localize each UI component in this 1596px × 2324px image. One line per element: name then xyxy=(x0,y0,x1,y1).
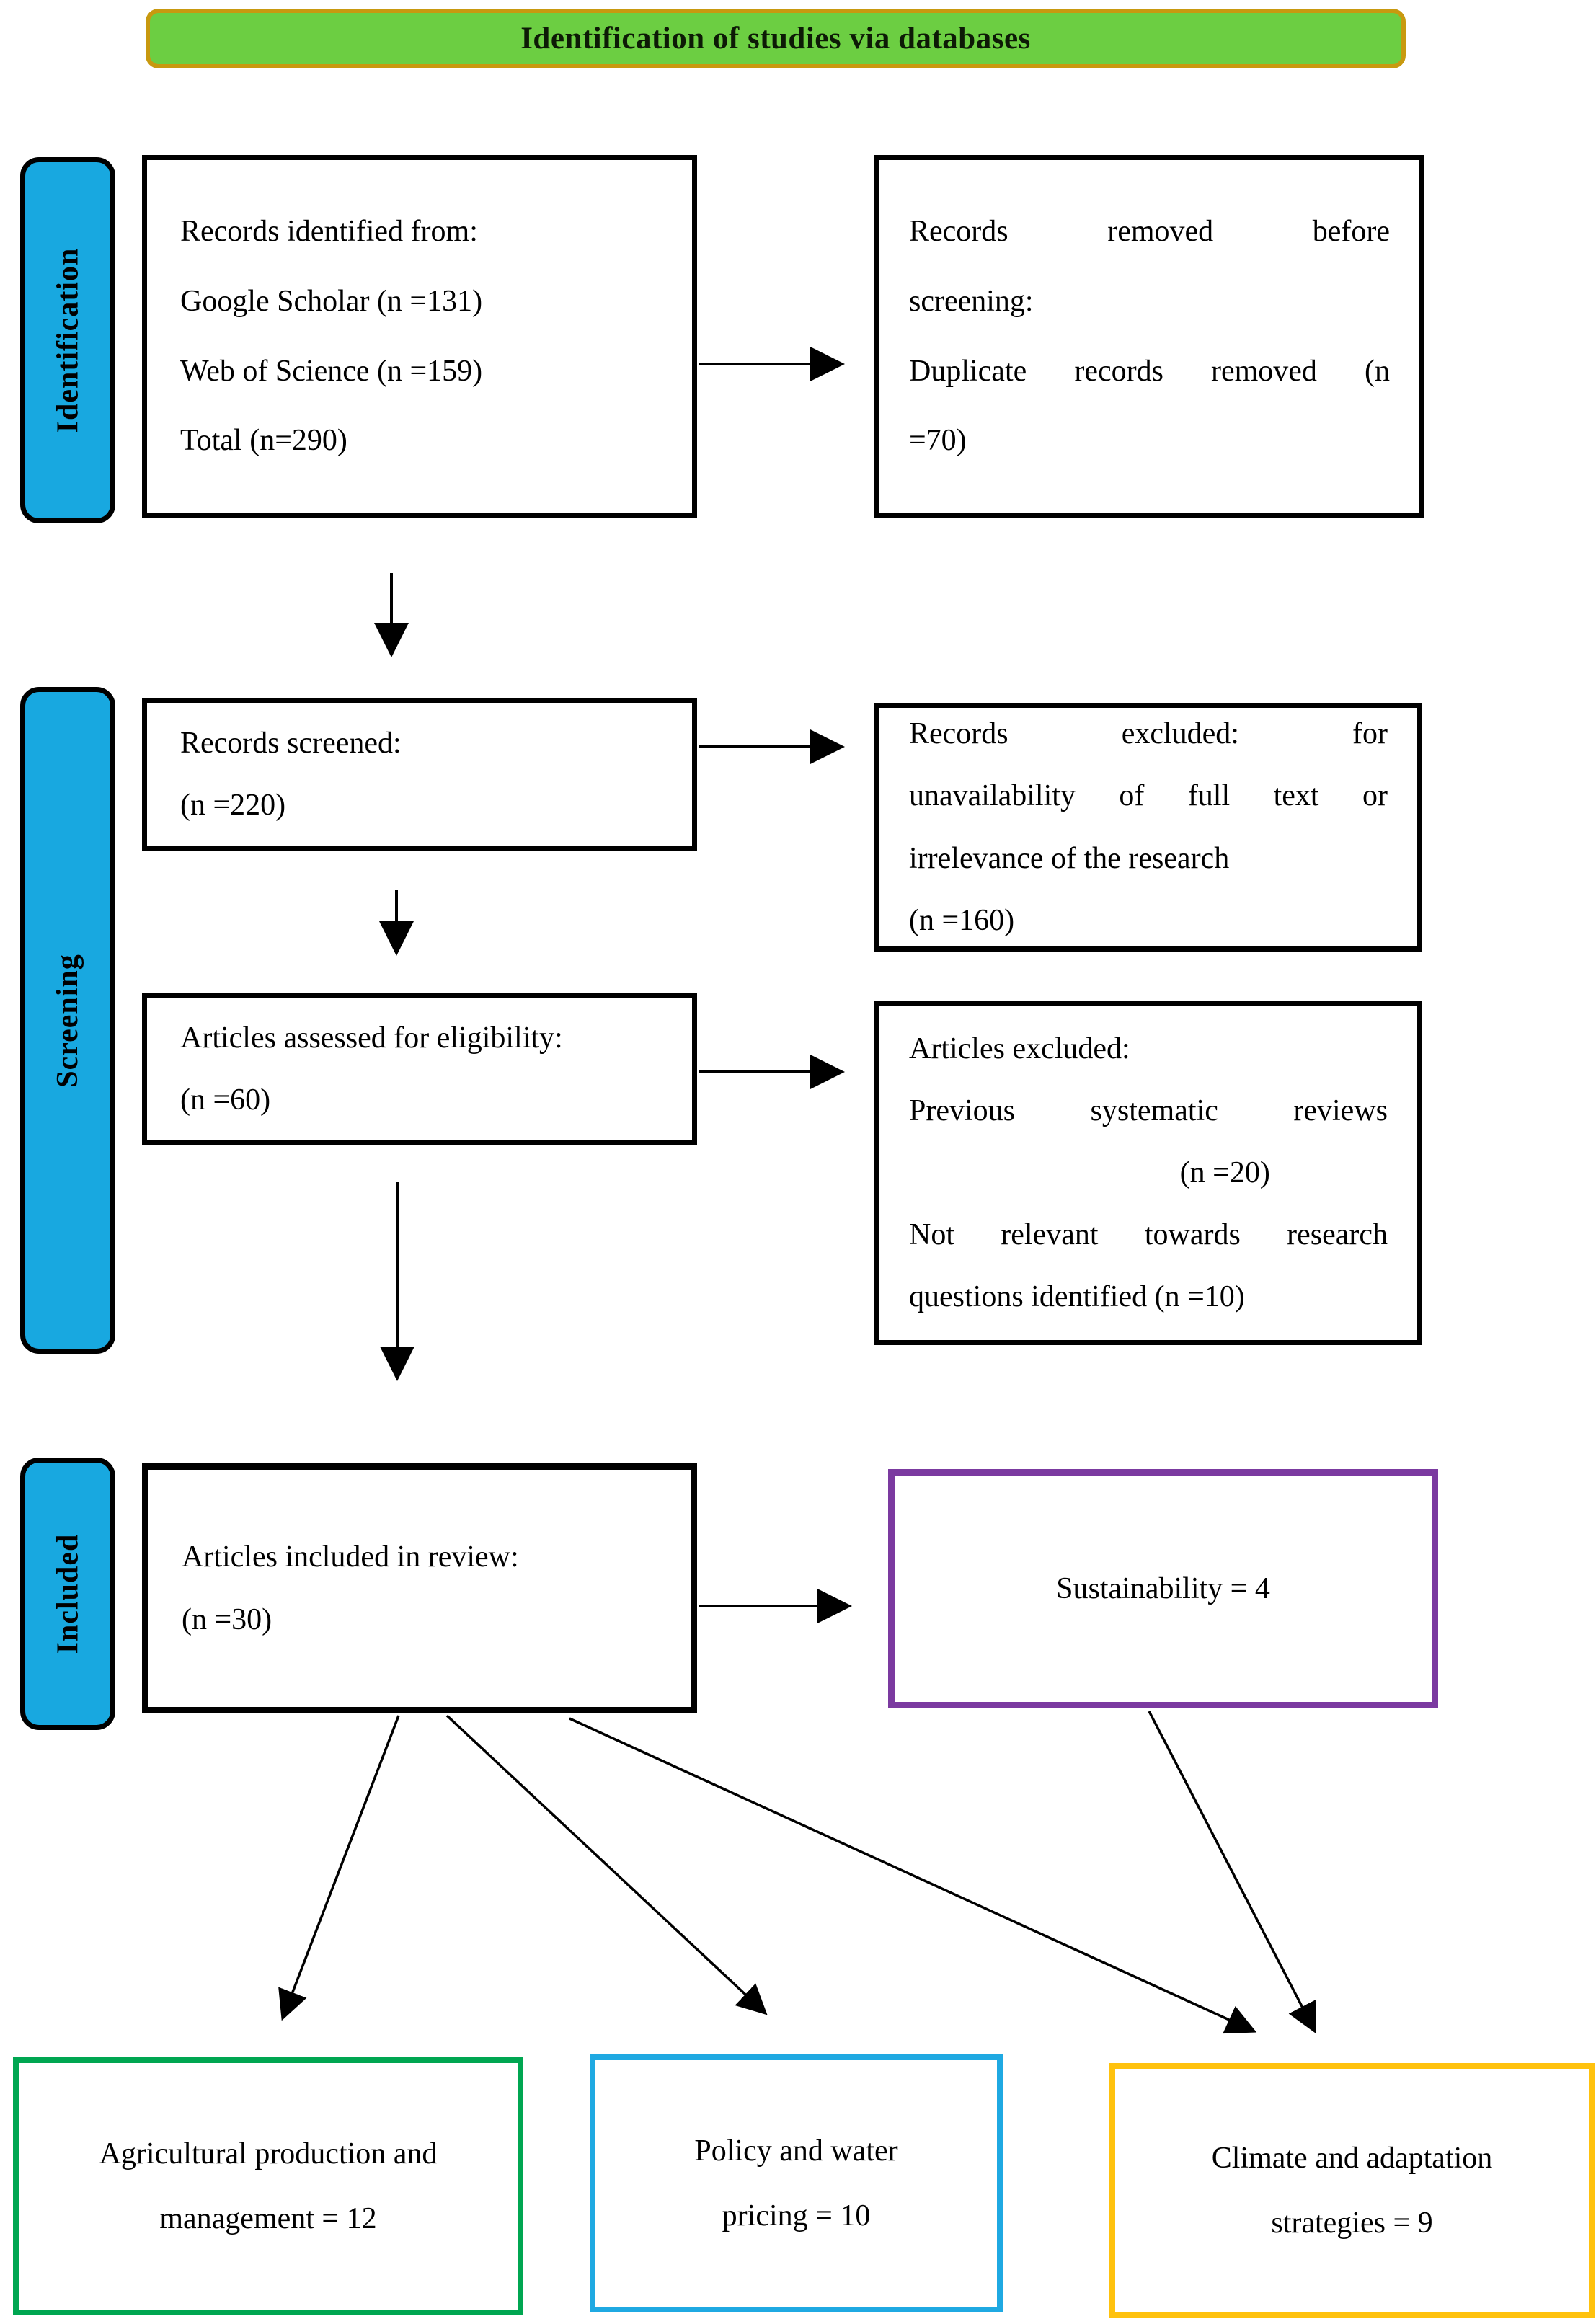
records-excluded-line: Records excluded: for xyxy=(909,717,1388,751)
records-removed-line: Records removed before xyxy=(909,215,1390,249)
climate-line: Climate and adaptation xyxy=(1211,2141,1493,2175)
stage-label-identification: Identification xyxy=(20,157,115,523)
box-articles-assessed: Articles assessed for eligibility: (n =6… xyxy=(142,993,697,1145)
arrow-included-to-policy xyxy=(445,1714,768,2015)
records-screened-line: (n =220) xyxy=(180,789,286,822)
arrow-included-to-climate xyxy=(569,1717,1257,2034)
records-identified-line: Google Scholar (n =131) xyxy=(180,284,483,318)
articles-excluded-line: Not relevant towards research xyxy=(909,1218,1388,1252)
records-identified-line: Total (n=290) xyxy=(180,424,347,458)
stage-label-screening-text: Screening xyxy=(51,953,84,1088)
articles-excluded-line: (n =20) xyxy=(1179,1156,1270,1189)
articles-excluded-line: Previous systematic reviews xyxy=(909,1094,1388,1127)
sustainability-label: Sustainability = 4 xyxy=(1056,1572,1270,1605)
stage-label-screening: Screening xyxy=(20,687,115,1354)
arrow-included-to-agricultural xyxy=(278,1715,400,2021)
box-articles-excluded: Articles excluded: Previous systematic r… xyxy=(874,1001,1422,1345)
box-records-screened: Records screened: (n =220) xyxy=(142,698,697,851)
box-agricultural-production: Agricultural production and management =… xyxy=(13,2057,523,2315)
diagram-title: Identification of studies via databases xyxy=(520,22,1031,56)
diagram-title-banner: Identification of studies via databases xyxy=(146,9,1406,68)
stage-label-included-text: Included xyxy=(51,1533,85,1654)
box-policy-water-pricing: Policy and water pricing = 10 xyxy=(590,2054,1003,2312)
records-identified-line: Web of Science (n =159) xyxy=(180,354,483,388)
records-identified-line: Records identified from: xyxy=(180,215,478,249)
articles-assessed-line: (n =60) xyxy=(180,1083,271,1117)
stage-label-included: Included xyxy=(20,1458,115,1730)
policy-line: Policy and water xyxy=(694,2134,898,2168)
agricultural-line: management = 12 xyxy=(159,2202,377,2235)
articles-excluded-line: Articles excluded: xyxy=(909,1032,1130,1065)
box-records-excluded: Records excluded: for unavailability of … xyxy=(874,703,1422,952)
box-records-removed: Records removed before screening: Duplic… xyxy=(874,155,1424,518)
records-removed-line: screening: xyxy=(909,284,1034,318)
climate-line: strategies = 9 xyxy=(1271,2207,1433,2240)
records-removed-line: =70) xyxy=(909,424,967,458)
records-excluded-line: irrelevance of the research xyxy=(909,841,1230,875)
agricultural-line: Agricultural production and xyxy=(99,2137,438,2170)
arrow-sustainability-to-climate xyxy=(1148,1711,1316,2034)
records-excluded-line: (n =160) xyxy=(909,903,1015,937)
stage-label-identification-text: Identification xyxy=(51,247,85,433)
records-excluded-line: unavailability of full text or xyxy=(909,779,1388,813)
box-records-identified: Records identified from: Google Scholar … xyxy=(142,155,697,518)
articles-excluded-line: questions identified (n =10) xyxy=(909,1280,1245,1314)
records-screened-line: Records screened: xyxy=(180,726,402,760)
articles-included-line: Articles included in review: xyxy=(182,1540,519,1574)
box-climate-adaptation: Climate and adaptation strategies = 9 xyxy=(1109,2063,1595,2318)
box-sustainability: Sustainability = 4 xyxy=(888,1469,1438,1708)
records-removed-line: Duplicate records removed (n xyxy=(909,354,1390,388)
articles-included-line: (n =30) xyxy=(182,1602,272,1636)
policy-line: pricing = 10 xyxy=(722,2199,871,2232)
articles-assessed-line: Articles assessed for eligibility: xyxy=(180,1021,563,1055)
box-articles-included: Articles included in review: (n =30) xyxy=(142,1463,697,1713)
